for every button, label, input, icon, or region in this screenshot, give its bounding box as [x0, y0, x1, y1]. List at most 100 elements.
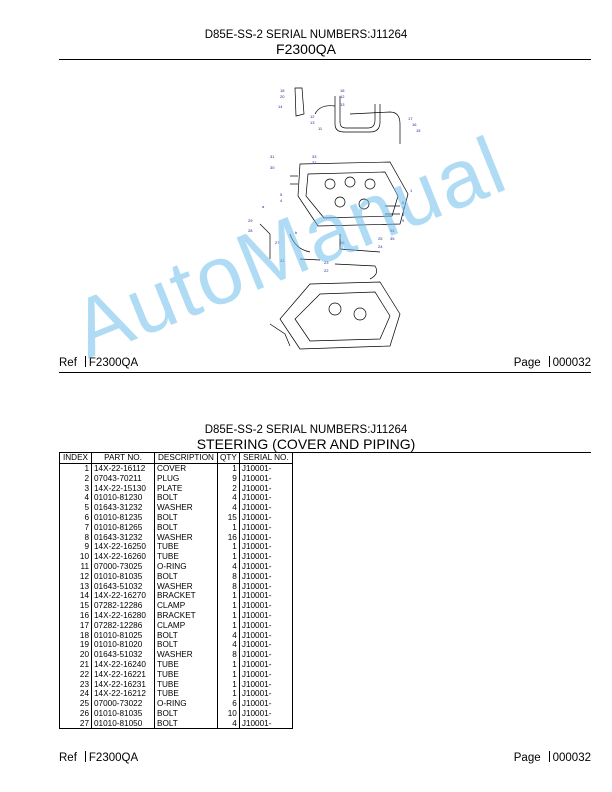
cell-serial-no: J10001- [238, 493, 293, 503]
svg-text:28: 28 [248, 228, 253, 233]
cell-index: 10 [59, 551, 92, 562]
cell-qty: 1 [217, 600, 240, 611]
svg-text:18: 18 [280, 88, 285, 93]
cell-index: 14 [59, 591, 92, 601]
cell-description: BOLT [154, 512, 218, 523]
svg-text:8: 8 [402, 212, 405, 217]
cell-description: TUBE [154, 551, 218, 562]
svg-text:29: 29 [248, 218, 253, 223]
cell-qty: 1 [217, 610, 240, 621]
cell-index: 4 [59, 493, 92, 503]
cell-description: BOLT [154, 718, 218, 730]
svg-text:5: 5 [280, 192, 283, 197]
cell-description: WASHER [154, 502, 218, 513]
svg-text:33: 33 [312, 154, 317, 159]
cell-serial-no: J10001- [238, 512, 293, 523]
cell-qty: 6 [217, 698, 240, 709]
svg-text:15: 15 [416, 128, 421, 133]
svg-text:21: 21 [280, 258, 285, 263]
cell-serial-no: J10001- [238, 649, 293, 660]
cell-index: 25 [59, 698, 92, 709]
svg-text:27: 27 [275, 240, 280, 245]
footer-separator [84, 356, 86, 367]
svg-text:6: 6 [402, 200, 405, 205]
cell-description: TUBE [154, 689, 218, 699]
col-header-index: INDEX [59, 452, 92, 464]
ref-value: F2300QA [88, 357, 139, 369]
cell-qty: 4 [217, 493, 240, 503]
table-series-header: D85E-SS-2 SERIAL NUMBERS:J11264 [204, 424, 408, 436]
cell-serial-no: J10001- [238, 669, 293, 680]
cell-part-no: 14X-22-16221 [91, 669, 155, 680]
cell-description: BOLT [154, 708, 218, 719]
cell-qty: 16 [217, 532, 240, 543]
cell-index: 26 [59, 708, 92, 719]
cell-part-no: 01643-31232 [91, 502, 155, 513]
cell-description: BOLT [154, 522, 218, 533]
cell-part-no: 14X-22-16270 [91, 591, 155, 601]
cell-part-no: 14X-22-16212 [91, 689, 155, 699]
cell-part-no: 14X-22-15130 [91, 483, 155, 494]
cell-qty: 9 [217, 473, 240, 484]
cell-qty: 10 [217, 708, 240, 719]
header-rule [59, 59, 591, 60]
cell-part-no: 01010-81235 [91, 512, 155, 523]
cell-part-no: 14X-22-16112 [91, 463, 155, 474]
svg-text:22: 22 [324, 268, 329, 273]
cell-description: WASHER [154, 532, 218, 543]
cell-index: 13 [59, 581, 92, 592]
cell-part-no: 07000-73022 [91, 698, 155, 709]
svg-text:35: 35 [390, 236, 395, 241]
cell-description: WASHER [154, 649, 218, 660]
cell-qty: 1 [217, 679, 240, 690]
cell-qty: 4 [217, 640, 240, 650]
page-series-header: D85E-SS-2 SERIAL NUMBERS:J11264 [204, 29, 408, 41]
cell-serial-no: J10001- [238, 522, 293, 533]
cell-description: O-RING [154, 561, 218, 572]
cell-description: BRACKET [154, 610, 218, 621]
cell-qty: 4 [217, 718, 240, 730]
table-title-rule [59, 452, 591, 453]
cell-index: 17 [59, 620, 92, 631]
cell-part-no: 14X-22-16260 [91, 551, 155, 562]
cell-part-no: 14X-22-16240 [91, 659, 155, 670]
svg-text:11: 11 [318, 126, 323, 131]
col-header-description: DESCRIPTION [154, 452, 218, 464]
cell-serial-no: J10001- [238, 502, 293, 513]
cell-qty: 1 [217, 463, 240, 474]
cell-description: COVER [154, 463, 218, 474]
cell-serial-no: J10001- [238, 679, 293, 690]
svg-text:13: 13 [310, 120, 315, 125]
col-header-qty: QTY [217, 452, 240, 464]
cell-index: 20 [59, 649, 92, 660]
ref-label: Ref [59, 752, 77, 764]
footer-separator [548, 751, 550, 762]
cell-description: BOLT [154, 493, 218, 503]
cell-serial-no: J10001- [238, 542, 293, 552]
parts-table: INDEX PART NO. DESCRIPTION QTY SERIAL NO… [59, 452, 293, 730]
svg-text:30: 30 [270, 165, 275, 170]
cell-index: 23 [59, 679, 92, 690]
cell-index: 12 [59, 571, 92, 582]
cell-qty: 1 [217, 620, 240, 631]
svg-text:18: 18 [340, 88, 345, 93]
svg-text:1: 1 [410, 188, 413, 193]
cell-serial-no: J10001- [238, 708, 293, 719]
cell-part-no: 07000-73025 [91, 561, 155, 572]
cell-part-no: 14X-22-16250 [91, 542, 155, 552]
cell-description: TUBE [154, 679, 218, 690]
footer-separator [84, 751, 86, 762]
cell-part-no: 07282-12286 [91, 620, 155, 631]
cell-qty: 8 [217, 649, 240, 660]
cell-serial-no: J10001- [238, 698, 293, 709]
